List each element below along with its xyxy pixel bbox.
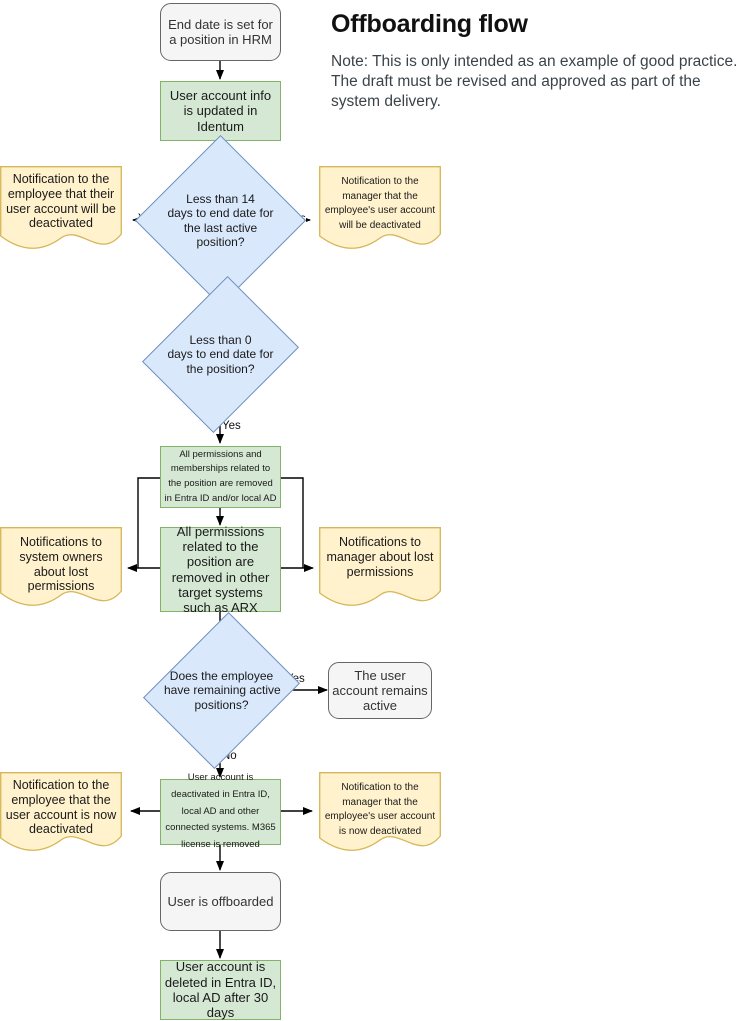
node-update-identum[interactable]: User account info is updated in Identum xyxy=(160,81,281,141)
node-decision-14-days[interactable]: Less than 14 days to end date for the la… xyxy=(134,134,307,307)
node-account-remains-active[interactable]: The user account remains active xyxy=(328,662,432,719)
node-account-remains-active-label: The user account remains active xyxy=(332,667,428,714)
node-user-offboarded-label: User is offboarded xyxy=(167,893,274,909)
node-remove-permissions-entra-label: All permissions and memberships related … xyxy=(164,448,277,504)
note-shape xyxy=(0,527,122,606)
node-update-identum-label: User account info is updated in Identum xyxy=(169,88,272,134)
note-shape xyxy=(0,166,122,249)
note-employee-14-days[interactable]: Notification to the employee that their … xyxy=(0,166,122,256)
node-decision-14-days-line3: the last active xyxy=(183,220,258,235)
note-employee-deactivated-label: Notification to the employee that the us… xyxy=(5,778,117,837)
note-shape xyxy=(319,166,441,249)
node-delete-account-label: User account is deleted in Entra ID, loc… xyxy=(164,959,277,1021)
edge-label-no-remaining: No xyxy=(222,750,237,763)
node-decision-remaining-line2: have remaining active xyxy=(164,683,281,698)
title-block: Offboarding flow Note: This is only inte… xyxy=(331,10,743,112)
note-manager-14-days-label: Notification to the manager that the emp… xyxy=(324,176,436,231)
node-remove-permissions-other[interactable]: All permissions related to the position … xyxy=(160,524,281,615)
node-remove-permissions-other-label: All permissions related to the position … xyxy=(171,523,270,616)
edge-entra-right-branch xyxy=(281,477,304,568)
note-manager-deactivated-label: Notification to the manager that the emp… xyxy=(324,782,436,837)
note-employee-14-days-label: Notification to the employee that their … xyxy=(6,172,116,231)
edge-entra-left-branch xyxy=(137,477,160,568)
note-system-owners-label: Notifications to system owners about los… xyxy=(19,535,103,594)
edge-label-yes-0-days: Yes xyxy=(222,420,241,433)
note-manager-14-days[interactable]: Notification to the manager that the emp… xyxy=(319,166,441,256)
node-decision-0-days-line2: days to end date for xyxy=(167,347,274,362)
node-decision-0-days[interactable]: Less than 0 days to end date for the pos… xyxy=(142,276,299,433)
node-decision-remaining-line1: Does the employee xyxy=(169,669,274,684)
note-shape xyxy=(319,772,441,851)
node-delete-account[interactable]: User account is deleted in Entra ID, loc… xyxy=(160,959,281,1021)
node-decision-0-days-line3: the position? xyxy=(186,361,255,376)
node-remove-permissions-entra[interactable]: All permissions and memberships related … xyxy=(160,446,281,508)
node-start-label: End date is set for a position in HRM xyxy=(168,16,273,47)
node-decision-14-days-line4: position? xyxy=(196,234,245,249)
page-note: Note: This is only intended as an exampl… xyxy=(331,53,738,111)
page-title: Offboarding flow xyxy=(331,10,528,38)
note-employee-deactivated[interactable]: Notification to the employee that the us… xyxy=(0,772,122,857)
node-deactivate-account-label: User account is deactivated in Entra ID,… xyxy=(165,772,276,850)
note-manager-lost-permissions-label: Notifications to manager about lost perm… xyxy=(326,535,434,579)
note-manager-lost-permissions[interactable]: Notifications to manager about lost perm… xyxy=(319,527,441,612)
node-decision-14-days-line2: days to end date for xyxy=(167,206,274,221)
note-manager-deactivated[interactable]: Notification to the manager that the emp… xyxy=(319,772,441,857)
note-shape xyxy=(319,527,441,606)
node-user-offboarded[interactable]: User is offboarded xyxy=(160,872,281,931)
node-decision-0-days-line1: Less than 0 xyxy=(189,333,252,348)
note-system-owners[interactable]: Notifications to system owners about los… xyxy=(0,527,122,612)
node-deactivate-account[interactable]: User account is deactivated in Entra ID,… xyxy=(160,772,281,850)
node-decision-remaining-line3: positions? xyxy=(194,697,249,712)
node-decision-remaining-positions[interactable]: Does the employee have remaining active … xyxy=(143,612,300,769)
note-shape xyxy=(0,772,122,851)
node-decision-14-days-line1: Less than 14 xyxy=(186,192,255,207)
node-start[interactable]: End date is set for a position in HRM xyxy=(160,3,281,61)
